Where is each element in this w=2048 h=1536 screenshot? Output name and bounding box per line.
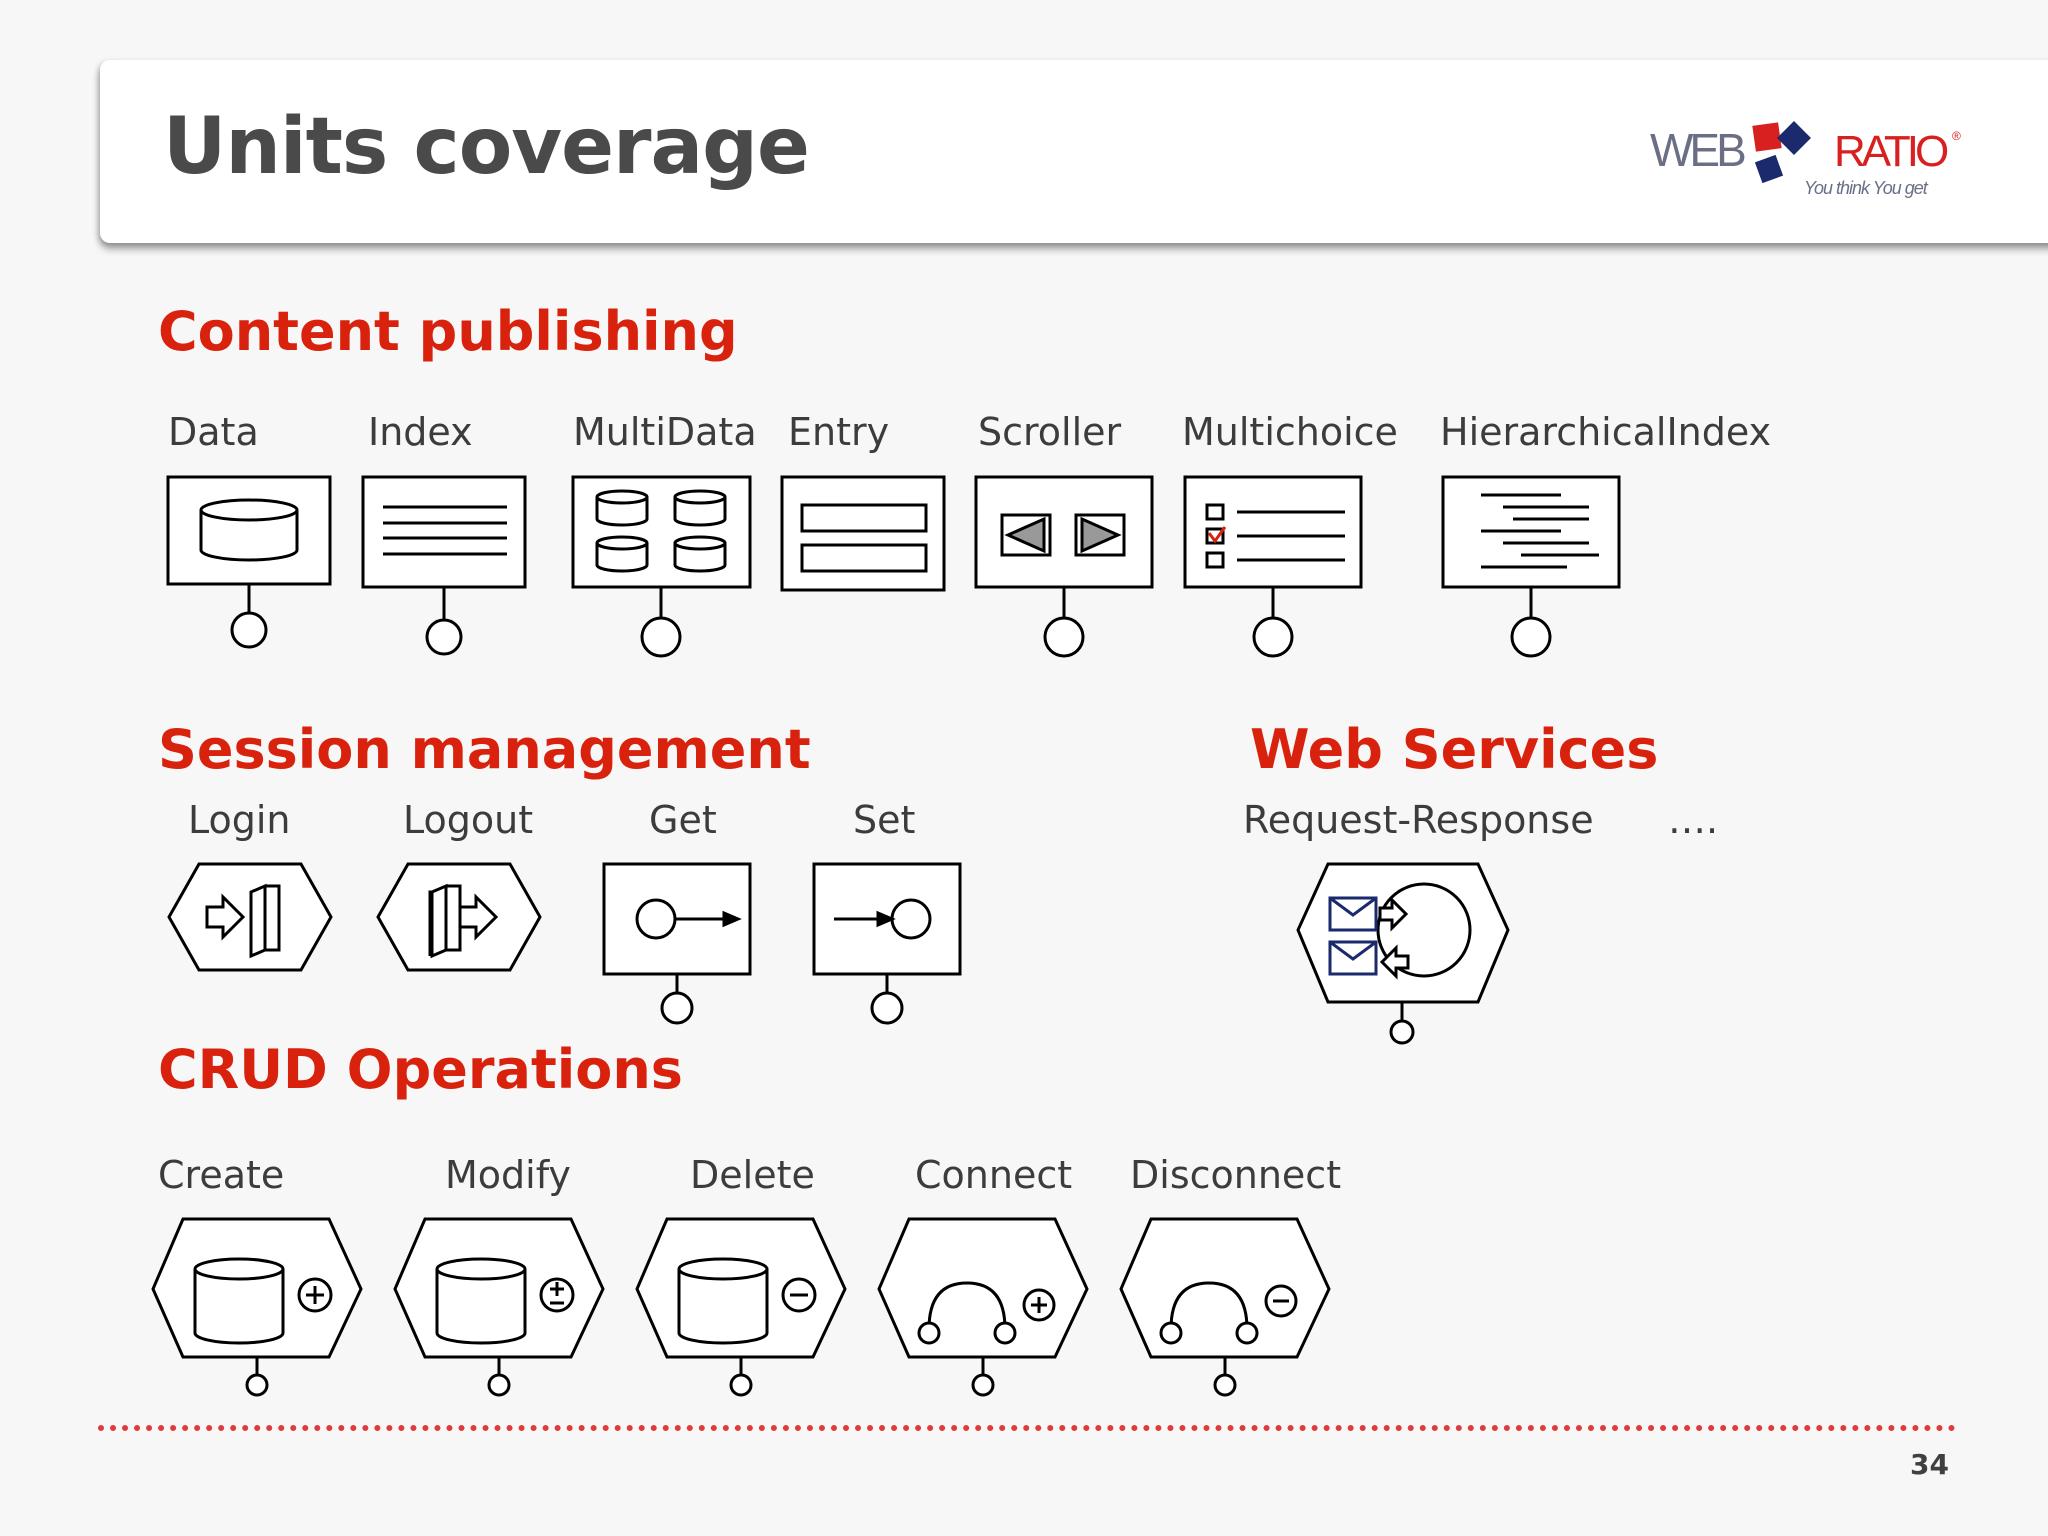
connect-relationship-icon — [877, 1217, 1089, 1402]
section-title-session-management: Session management — [158, 718, 811, 781]
unit-label-request-response: Request-Response — [1243, 798, 1594, 842]
login-door-icon — [167, 862, 333, 974]
svg-text:RATIO: RATIO — [1834, 127, 1948, 176]
unit-label-multichoice: Multichoice — [1182, 410, 1398, 454]
set-parameter-icon — [812, 862, 964, 1030]
unit-label-connect: Connect — [915, 1153, 1073, 1197]
footer-dotted-divider — [98, 1425, 1956, 1431]
multichoice-checklist-icon — [1183, 475, 1365, 660]
unit-label-login: Login — [188, 798, 291, 842]
webratio-logo: WEB RATIO ® You think You get — [1650, 121, 1961, 198]
slide-header — [100, 60, 2048, 243]
section-title-content-publishing: Content publishing — [158, 300, 738, 363]
unit-label-disconnect: Disconnect — [1130, 1153, 1342, 1197]
create-database-icon — [151, 1217, 363, 1402]
unit-label-data: Data — [168, 410, 259, 454]
database-unit-icon — [166, 475, 336, 655]
multidata-grid-icon — [571, 475, 756, 660]
request-response-envelope-icon — [1296, 862, 1510, 1047]
unit-label-entry: Entry — [788, 410, 890, 454]
entry-form-icon — [780, 475, 950, 595]
unit-label-index: Index — [368, 410, 473, 454]
unit-label-logout: Logout — [403, 798, 534, 842]
logout-door-icon — [376, 862, 542, 974]
disconnect-relationship-icon — [1119, 1217, 1331, 1402]
unit-label-modify: Modify — [445, 1153, 571, 1197]
unit-label-create: Create — [158, 1153, 285, 1197]
slide-title: Units coverage — [163, 102, 810, 192]
get-parameter-icon — [602, 862, 754, 1030]
index-list-icon — [361, 475, 531, 660]
hierarchical-index-icon — [1441, 475, 1623, 660]
unit-label-set: Set — [853, 798, 916, 842]
unit-label-multidata: MultiData — [573, 410, 757, 454]
svg-text:WEB: WEB — [1650, 124, 1745, 176]
svg-text:®: ® — [1952, 129, 1961, 143]
section-title-crud-operations: CRUD Operations — [158, 1038, 683, 1101]
unit-label-delete: Delete — [690, 1153, 815, 1197]
scroller-arrows-icon — [974, 475, 1156, 660]
modify-database-icon — [393, 1217, 605, 1402]
unit-label-hierarchicalindex: HierarchicalIndex — [1440, 410, 1772, 454]
svg-text:You think You get: You think You get — [1804, 178, 1929, 198]
unit-label-scroller: Scroller — [978, 410, 1122, 454]
unit-label-get: Get — [649, 798, 717, 842]
page-number: 34 — [1910, 1448, 1949, 1481]
unit-label-more: …. — [1668, 798, 1719, 842]
section-title-web-services: Web Services — [1250, 718, 1659, 781]
delete-database-icon — [635, 1217, 847, 1402]
